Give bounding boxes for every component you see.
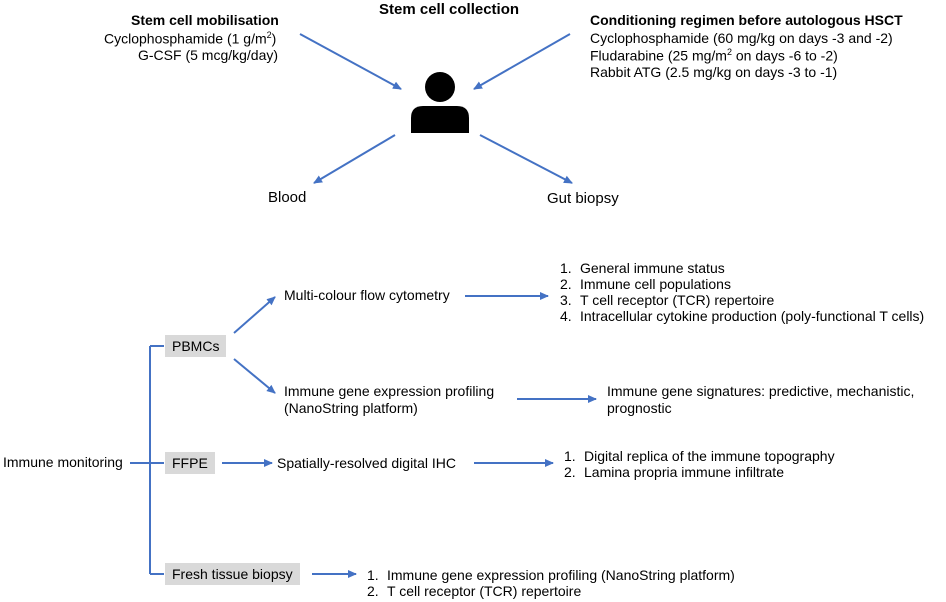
list-item: 1.Immune gene expression profiling (Nano… — [367, 567, 735, 583]
digital-ihc-label: Spatially-resolved digital IHC — [277, 455, 456, 471]
monitoring-bracket — [130, 345, 164, 575]
gene-profiling-label-2: (NanoString platform) — [284, 400, 418, 416]
conditioning-line-2: Fludarabine (25 mg/m2 on days -6 to -2) — [590, 47, 838, 64]
list-item: 2.Lamina propria immune infiltrate — [564, 464, 784, 480]
flow-results-list: 1.General immune status 2.Immune cell po… — [560, 260, 924, 324]
arrow-mobilisation-to-patient — [299, 33, 402, 90]
list-item: 1.Digital replica of the immune topograp… — [564, 448, 835, 464]
list-item: 3.T cell receptor (TCR) repertoire — [560, 292, 775, 308]
gene-signatures-line-2: prognostic — [607, 400, 672, 416]
arrow-pbmcs-to-flow — [233, 296, 276, 334]
list-item: 2.Immune cell populations — [560, 276, 731, 292]
conditioning-line-3: Rabbit ATG (2.5 mg/kg on days -3 to -1) — [590, 64, 838, 80]
flow-cytometry-label: Multi-colour flow cytometry — [284, 287, 450, 303]
mobilisation-line-2: G-CSF (5 mcg/kg/day) — [138, 47, 279, 63]
ihc-results-list: 1.Digital replica of the immune topograp… — [564, 448, 835, 480]
conditioning-heading: Conditioning regimen before autologous H… — [590, 12, 903, 28]
arrow-conditioning-to-patient — [473, 33, 571, 90]
conditioning-line-1: Cyclophosphamide (60 mg/kg on days -3 an… — [590, 30, 893, 46]
gene-signatures-line-1: Immune gene signatures: predictive, mech… — [607, 383, 915, 399]
ffpe-label-box: FFPE — [165, 452, 215, 474]
blood-label: Blood — [268, 189, 307, 206]
immune-monitoring-label: Immune monitoring — [3, 454, 123, 470]
person-icon — [411, 72, 469, 133]
fresh-tissue-label-box: Fresh tissue biopsy — [165, 563, 300, 585]
gut-biopsy-label: Gut biopsy — [547, 190, 619, 207]
list-item: 1.General immune status — [560, 260, 725, 276]
list-item: 4.Intracellular cytokine production (pol… — [560, 308, 925, 324]
gene-profiling-label-1: Immune gene expression profiling — [284, 383, 495, 399]
fresh-results-list: 1.Immune gene expression profiling (Nano… — [367, 567, 735, 599]
arrow-patient-to-blood — [313, 134, 396, 184]
mobilisation-line-1: Cyclophosphamide (1 g/m2) — [104, 30, 277, 47]
mobilisation-heading: Stem cell mobilisation — [131, 12, 279, 28]
list-item: 2.T cell receptor (TCR) repertoire — [367, 583, 582, 599]
arrow-pbmcs-to-gene-profiling — [233, 358, 276, 394]
pbmcs-label-box: PBMCs — [165, 335, 227, 357]
stem-cell-collection-title: Stem cell collection — [379, 1, 520, 18]
arrow-patient-to-gut-biopsy — [479, 134, 573, 184]
